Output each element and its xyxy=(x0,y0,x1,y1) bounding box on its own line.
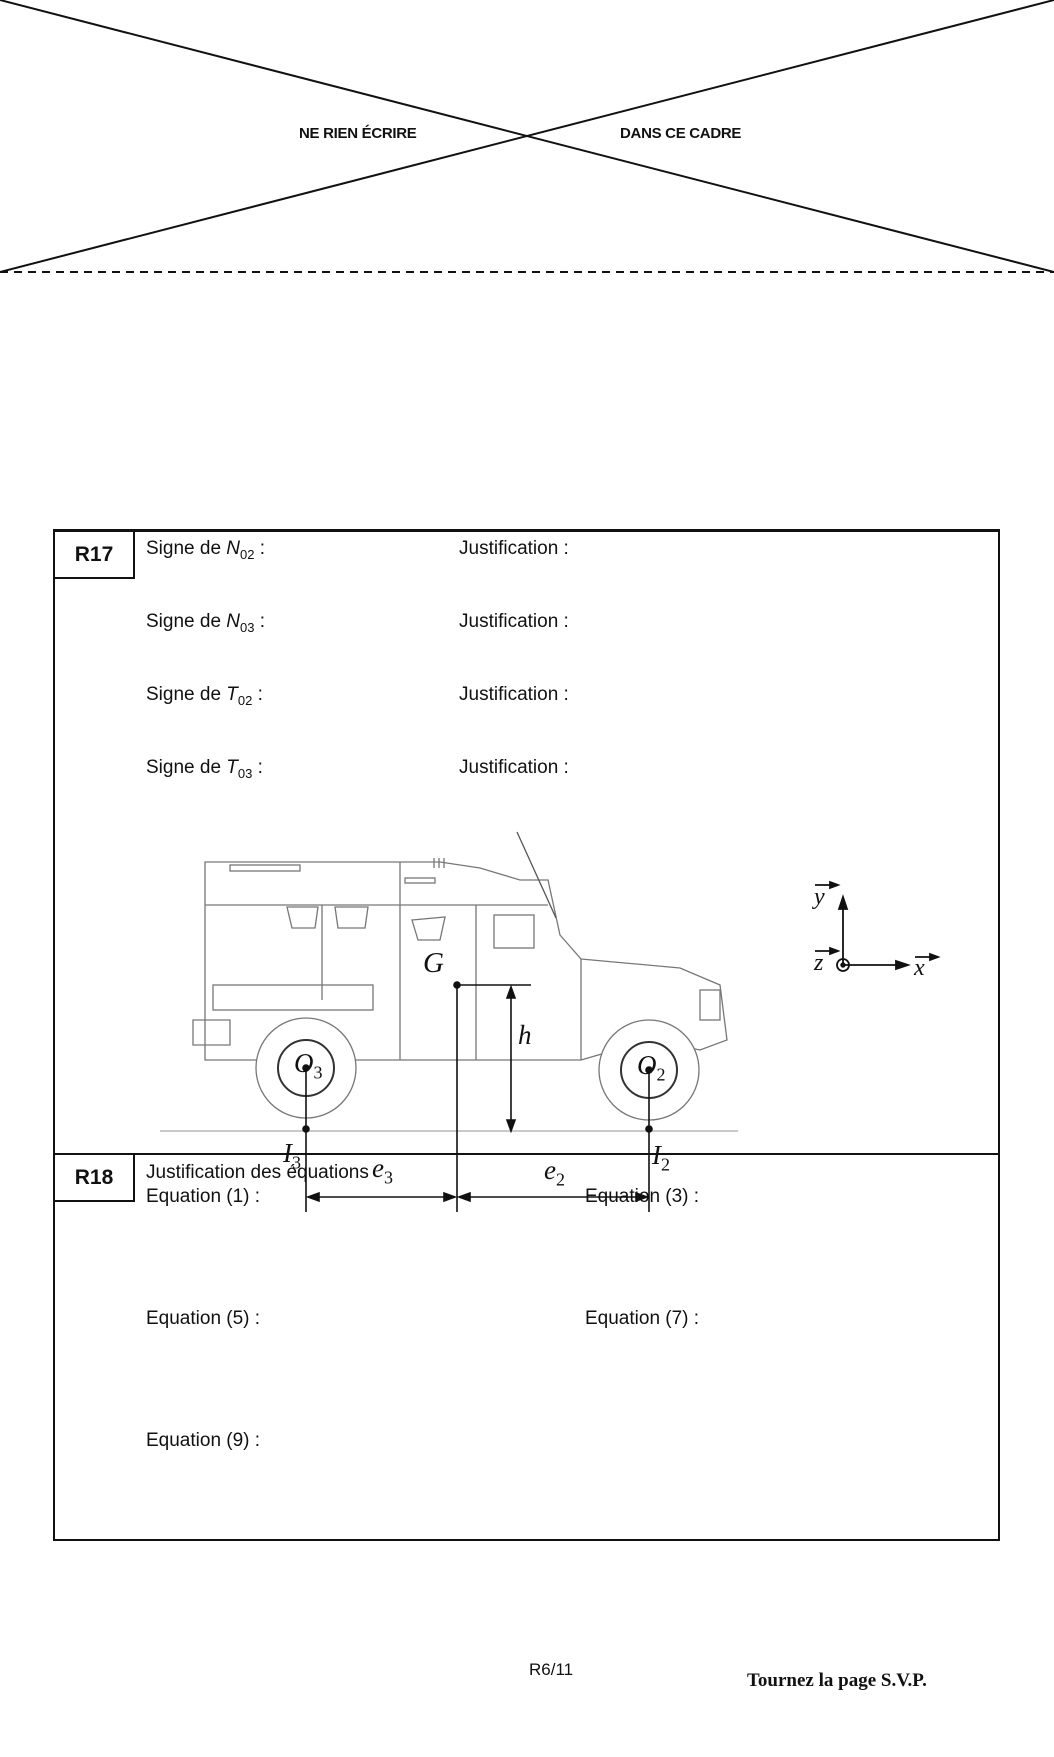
equation-3-label: Equation (3) : xyxy=(585,1186,700,1207)
dimension-lines xyxy=(302,981,653,1212)
justification-label: Justification : xyxy=(459,684,569,705)
section-divider xyxy=(53,1153,998,1155)
no-write-label-right: DANS CE CADRE xyxy=(620,125,742,142)
question-tag-r17: R17 xyxy=(55,532,135,579)
justification-label: Justification : xyxy=(459,611,569,632)
label-e2: e2 xyxy=(544,1155,565,1190)
label-O3: O3 xyxy=(294,1048,323,1083)
vehicle-sketch xyxy=(160,831,738,1132)
label-h: h xyxy=(518,1020,532,1050)
do-not-write-cross xyxy=(0,0,1054,273)
page-number: R6/11 xyxy=(529,1660,574,1679)
equation-9-label: Equation (9) : xyxy=(146,1430,261,1451)
axes-icon xyxy=(815,880,941,972)
label-O2: O2 xyxy=(637,1050,666,1085)
sign-label: Signe de N03 : xyxy=(146,611,266,635)
justification-label: Justification : xyxy=(459,757,569,778)
axis-y-label: y xyxy=(814,884,825,910)
justification-label: Justification : xyxy=(459,538,569,559)
r18-title: Justification des équations xyxy=(146,1162,369,1183)
equation-1-label: Equation (1) : xyxy=(146,1186,261,1207)
vehicle-diagram xyxy=(160,831,941,1212)
label-I3: I3 xyxy=(283,1138,301,1173)
label-e3: e3 xyxy=(372,1153,393,1188)
no-write-label-left: NE RIEN ÉCRIRE xyxy=(299,125,417,142)
turn-page-note: Tournez la page S.V.P. xyxy=(747,1670,927,1691)
answer-frame xyxy=(53,529,1000,1541)
label-I2: I2 xyxy=(652,1140,670,1175)
question-tag-r18: R18 xyxy=(55,1155,135,1202)
axis-z-label: z xyxy=(814,950,824,976)
sign-label: Signe de N02 : xyxy=(146,538,266,562)
label-G: G xyxy=(423,947,444,979)
equation-5-label: Equation (5) : xyxy=(146,1308,261,1329)
equation-7-label: Equation (7) : xyxy=(585,1308,700,1329)
sign-label: Signe de T02 : xyxy=(146,684,263,708)
axis-x-label: x xyxy=(914,955,925,981)
sign-label: Signe de T03 : xyxy=(146,757,263,781)
